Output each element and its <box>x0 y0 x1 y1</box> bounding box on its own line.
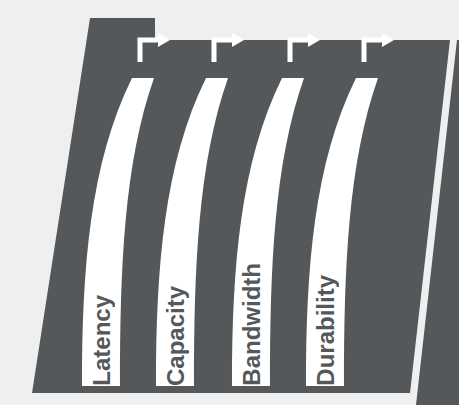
corner-arrow <box>140 40 160 62</box>
arrow-head <box>308 33 320 47</box>
corner-arrow <box>364 40 384 62</box>
arrow-head <box>232 33 244 47</box>
band-label: Durability <box>313 275 339 386</box>
arrow-heads <box>158 33 394 47</box>
corner-arrow <box>214 40 234 62</box>
tab-band: Durability <box>306 68 386 388</box>
arrow-head <box>382 33 394 47</box>
tab-band: Latency <box>82 68 162 388</box>
band-label: Latency <box>89 295 115 386</box>
band-label: Capacity <box>163 286 189 386</box>
tab-band: Bandwidth <box>232 68 312 388</box>
band-shape <box>82 78 154 386</box>
corner-arrow <box>290 40 310 62</box>
folder-panel <box>416 40 459 405</box>
tab-band: Capacity <box>156 68 236 388</box>
corner-arrows <box>140 40 384 62</box>
band-shape <box>156 78 228 386</box>
folder-shape <box>32 18 450 393</box>
arrow-head <box>158 33 170 47</box>
band-shape <box>306 78 378 386</box>
band-shape <box>232 78 304 386</box>
band-label: Bandwidth <box>239 263 265 386</box>
